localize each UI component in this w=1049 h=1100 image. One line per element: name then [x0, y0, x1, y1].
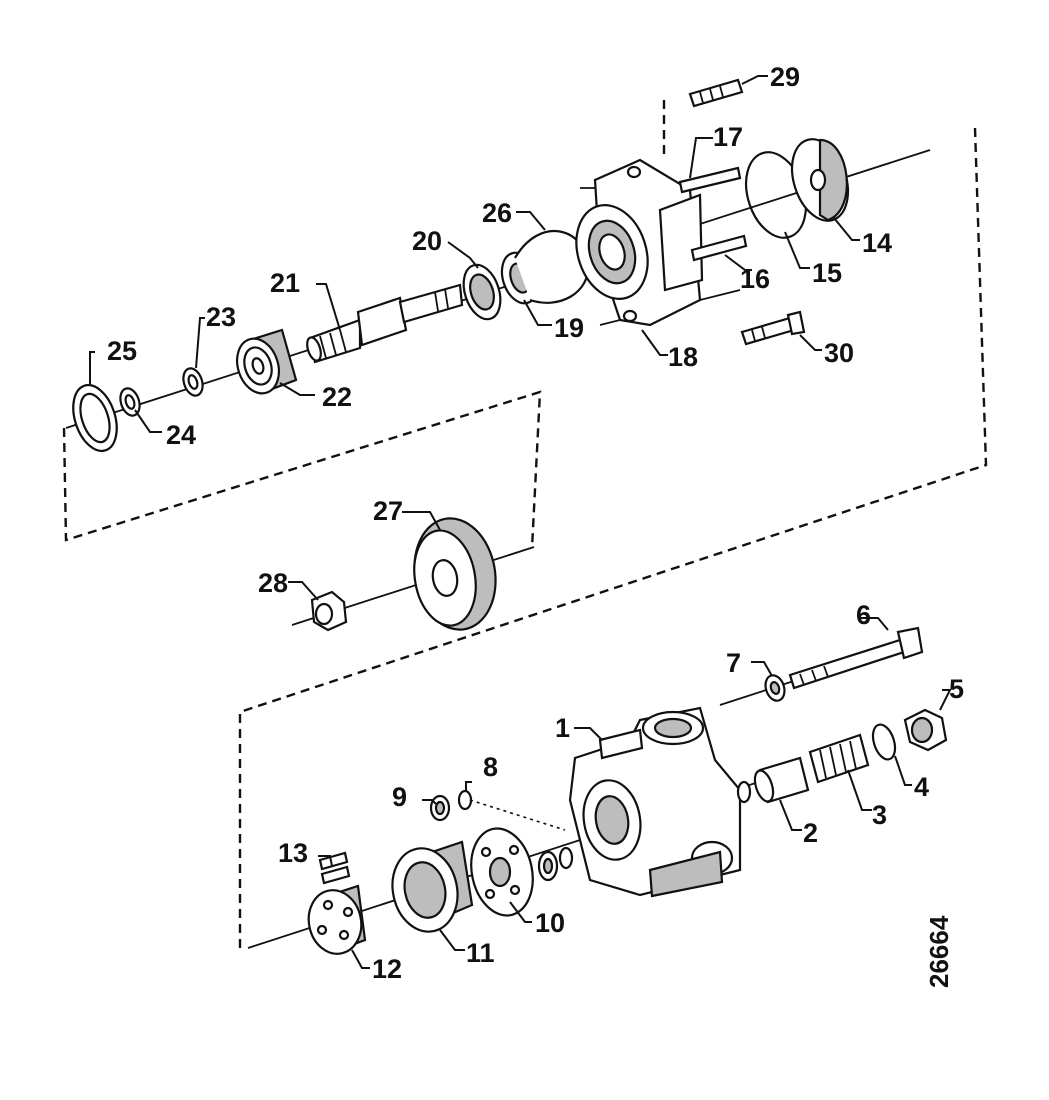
label-part-23: 23	[206, 302, 236, 332]
assembly-dashed-lines	[62, 100, 988, 948]
label-part-9: 9	[392, 782, 407, 812]
label-part-16: 16	[740, 264, 770, 294]
leader-lines	[89, 75, 952, 969]
label-part-20: 20	[412, 226, 442, 256]
part-24-washer	[119, 387, 141, 417]
label-part-21: 21	[270, 268, 300, 298]
part-5-plug	[903, 708, 948, 752]
label-part-27: 27	[373, 496, 403, 526]
part-11-cam-ring	[391, 840, 474, 933]
label-part-10: 10	[535, 908, 565, 938]
label-part-1: 1	[555, 713, 570, 743]
part-1-pump-body	[568, 706, 742, 898]
label-part-2: 2	[803, 818, 818, 848]
part-29-screw	[688, 78, 744, 108]
label-part-26: 26	[482, 198, 512, 228]
part-23-washer	[182, 367, 204, 397]
part-22-bearing	[236, 328, 298, 395]
label-part-3: 3	[872, 800, 887, 830]
label-part-4: 4	[914, 772, 929, 802]
label-part-28: 28	[258, 568, 288, 598]
part-28-nut	[310, 590, 348, 632]
label-part-15: 15	[812, 258, 842, 288]
label-part-11: 11	[466, 938, 495, 968]
part-9-washer	[429, 794, 451, 822]
figure-code: 26664	[924, 915, 954, 988]
label-part-30: 30	[824, 338, 854, 368]
label-part-7: 7	[726, 648, 741, 678]
part-3-spring	[808, 733, 870, 784]
label-part-8: 8	[483, 752, 498, 782]
part-20-seal	[462, 263, 502, 321]
part-10-plate	[470, 827, 534, 917]
label-part-12: 12	[372, 954, 402, 984]
part-16-pin	[690, 234, 748, 262]
part-30-screw	[740, 310, 806, 346]
part-2-valve	[736, 756, 810, 804]
part-25-circlip	[72, 383, 118, 453]
part-13-vanes	[318, 851, 351, 885]
part-6-bolt	[788, 626, 924, 690]
part-7-washer	[764, 674, 786, 702]
part-number-labels: 1 2 3 4 5 6 7 8 9 10 11 12 13 14 15 16 1…	[107, 62, 964, 984]
label-part-13: 13	[278, 838, 308, 868]
label-part-18: 18	[668, 342, 698, 372]
label-part-17: 17	[713, 122, 743, 152]
part-17-pin	[678, 166, 742, 194]
label-part-29: 29	[770, 62, 800, 92]
label-part-22: 22	[322, 382, 352, 412]
part-8-o-ring	[457, 789, 473, 811]
label-part-14: 14	[862, 228, 892, 258]
label-part-6: 6	[856, 600, 871, 630]
part-18-housing	[575, 158, 704, 327]
part-21-drive-shaft	[306, 283, 464, 364]
small-seal-rings	[537, 846, 574, 882]
label-part-25: 25	[107, 336, 137, 366]
label-part-5: 5	[949, 674, 964, 704]
part-14-cover	[790, 138, 850, 222]
part-12-rotor	[307, 884, 367, 955]
label-part-24: 24	[166, 420, 196, 450]
part-27-gear	[413, 517, 497, 631]
label-part-19: 19	[554, 313, 584, 343]
part-4-o-ring	[871, 723, 897, 761]
